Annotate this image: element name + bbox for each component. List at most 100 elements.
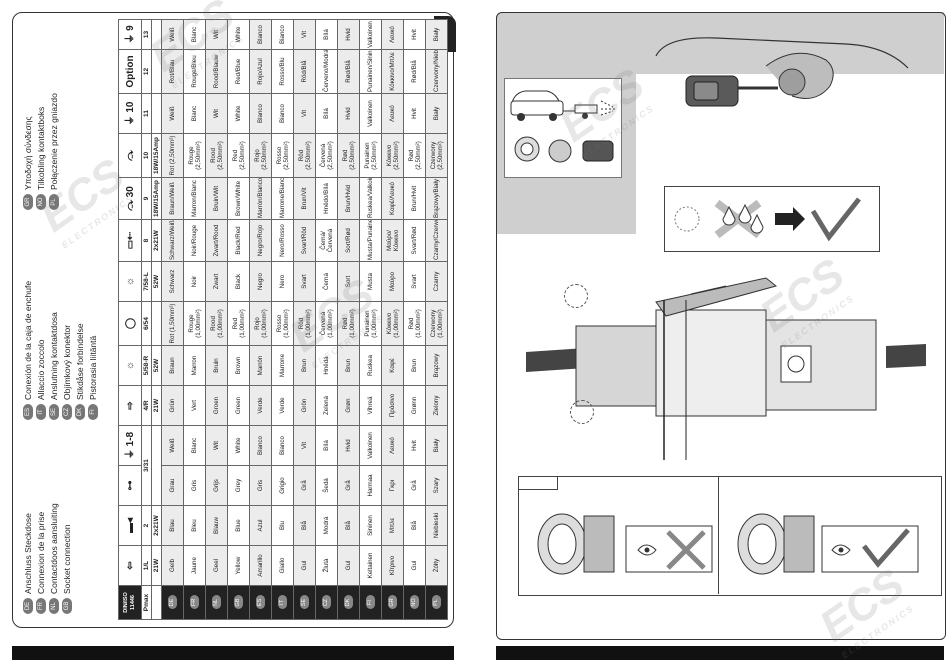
wire-color-cell: Azul	[249, 505, 272, 546]
language-badge: NO	[36, 194, 46, 210]
pin-number: 5/58-R	[141, 345, 152, 386]
wire-color-cell: Blå	[403, 505, 426, 546]
correct-insertion	[737, 513, 919, 575]
wire-color-cell: Rød (2,50mm²)	[337, 133, 360, 178]
language-badge: SE	[300, 595, 309, 610]
language-badge: DK	[75, 404, 85, 420]
wire-color-cell: Szary	[425, 465, 448, 506]
wire-color-cell: Ruskea	[359, 345, 382, 386]
row-language: NO	[403, 585, 426, 620]
wire-color-cell: Λευκό	[381, 19, 404, 50]
wire-color-cell: Blu	[271, 505, 294, 546]
wire-color-cell: Hvid	[337, 19, 360, 50]
wire-color-cell: Blanco	[249, 19, 272, 50]
din-iso-label: DIN/ISO 11446	[118, 585, 142, 620]
wire-color-cell: Braun/Weiß	[161, 177, 184, 220]
row-language: GR	[381, 585, 404, 620]
wire-color-cell: Grön	[293, 385, 316, 426]
wire-color-cell: Blue	[227, 505, 250, 546]
wire-color-cell: Negro/Rojo	[249, 219, 272, 262]
wire-color-cell: Ruskea/Valkoinen	[359, 177, 382, 220]
pin-wattage	[151, 301, 162, 346]
wire-color-cell: Czarny	[425, 261, 448, 302]
wire-color-cell: Zwart	[205, 261, 228, 302]
wire-color-cell: Rot (2,50mm²)	[161, 133, 184, 178]
row-language: DK	[337, 585, 360, 620]
table-frame	[12, 12, 454, 628]
wire-color-cell: Punainen (1,00mm²)	[359, 301, 382, 346]
wire-color-cell: Blanco	[249, 425, 272, 466]
car-trailer-box	[504, 78, 622, 178]
language-badge: CZ	[322, 595, 331, 610]
wire-color-cell: Svart/Röd	[293, 219, 316, 262]
legend-text: Połączenie przez gniazdo	[49, 93, 59, 190]
detail-marker	[570, 400, 594, 424]
wire-color-cell: Grønn	[403, 385, 426, 426]
wire-color-cell: Gris	[249, 465, 272, 506]
pin-number: 2	[141, 505, 152, 546]
wire-color-cell: Grau	[161, 465, 184, 506]
wire-color-cell: Blauw	[205, 505, 228, 546]
legend-text: Stikdåse forbindelse	[75, 323, 85, 400]
language-badge: GR	[23, 194, 33, 210]
towbar-socket-illustration	[655, 37, 909, 107]
wire-color-cell: White	[227, 93, 250, 134]
wire-color-cell: Nero/Rosso	[271, 219, 294, 262]
wire-color-cell: Vit	[293, 425, 316, 466]
legend-text: Υποδοχή σύνδεσης	[23, 116, 33, 190]
insertion-check-frame	[518, 476, 942, 596]
legend-text: Pistorasia liitäntä	[88, 335, 98, 400]
wire-color-cell: Sort	[337, 261, 360, 302]
pin-number: 4/R	[141, 385, 152, 426]
wire-color-cell: Rød (1,00mm²)	[403, 301, 426, 346]
wire-color-cell: Μαύρο/Κόκκινο	[381, 219, 404, 262]
wire-color-cell: Bianco	[271, 19, 294, 50]
wire-color-cell: Grå	[293, 465, 316, 506]
moisture-icons	[674, 197, 861, 242]
wire-color-cell: Blå	[293, 505, 316, 546]
wattage-spacer	[151, 585, 162, 620]
wire-color-cell: Marrone/Bianco	[271, 177, 294, 220]
wire-color-cell: Καφέ	[381, 345, 404, 386]
wire-color-cell: Red (1,00mm²)	[227, 301, 250, 346]
wire-color-cell: Rojo (1,00mm²)	[249, 301, 272, 346]
legend-text: Objímkový konektor	[62, 324, 72, 400]
wire-color-cell: Yellow	[227, 545, 250, 586]
wire-color-cell: Rouge/Bleu	[183, 49, 206, 94]
wire-color-cell: Rot/Blau	[161, 49, 184, 94]
wire-color-cell: Vert	[183, 385, 206, 426]
wire-color-cell: Rot (1,50mm²)	[161, 301, 184, 346]
wire-color-cell: Zelená	[315, 385, 338, 426]
wire-color-cell: Svart	[293, 261, 316, 302]
wire-color-cell: Hnědo/Bílá	[315, 177, 338, 220]
pin-number: 11	[141, 93, 152, 134]
row-language: GB	[227, 585, 250, 620]
wire-color-cell: Wit	[205, 93, 228, 134]
wire-color-cell: Marrón/Blanco	[249, 177, 272, 220]
wire-color-cell: Bruin	[205, 345, 228, 386]
wire-color-cell: Rood (2,50mm²)	[205, 133, 228, 178]
wire-color-cell: Blanc	[183, 425, 206, 466]
wire-color-cell: Marrón	[249, 345, 272, 386]
language-badge: GR	[388, 595, 397, 610]
wire-color-cell: Hvid	[337, 93, 360, 134]
wire-color-cell: Grå	[337, 465, 360, 506]
wire-color-cell: Hvit	[403, 93, 426, 134]
language-badge: ES	[256, 595, 265, 610]
pin-function-icon: ☼	[118, 345, 142, 386]
wire-color-cell: Černá/Červená	[315, 219, 338, 262]
